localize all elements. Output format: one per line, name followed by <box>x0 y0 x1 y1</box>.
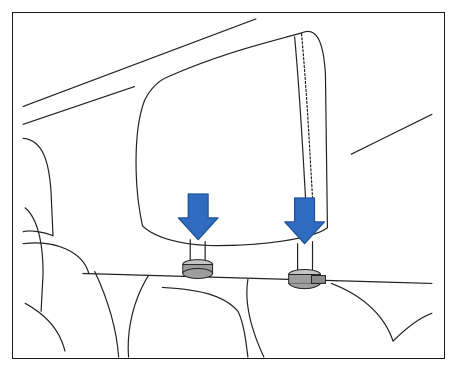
seat-back-contour-mid-left <box>127 274 150 358</box>
down-arrow-icon <box>177 193 219 241</box>
headrest-drawing <box>22 18 433 358</box>
roof-line-upper <box>22 18 257 108</box>
roof-line-lower <box>22 85 136 125</box>
left-seat-edge <box>22 242 90 275</box>
seat-back-top <box>82 272 433 285</box>
down-arrow-icon <box>284 197 326 245</box>
seat-back-contour-center <box>246 278 265 358</box>
seat-back-contour-right <box>330 282 394 342</box>
window-line <box>350 113 433 155</box>
seat-back-contour-left <box>94 270 120 358</box>
headrest-outline <box>135 30 329 247</box>
seat-back-inner <box>161 286 249 358</box>
right-stopper-lock <box>288 269 326 290</box>
left-stopper <box>182 259 214 279</box>
headrest-seam-inner <box>300 33 316 229</box>
left-seat-crease <box>24 302 66 352</box>
left-seat-curve <box>24 207 44 312</box>
left-seat-back <box>22 137 54 237</box>
seat-back-contour-far-right <box>392 312 433 342</box>
headrest-illustration <box>12 12 445 359</box>
